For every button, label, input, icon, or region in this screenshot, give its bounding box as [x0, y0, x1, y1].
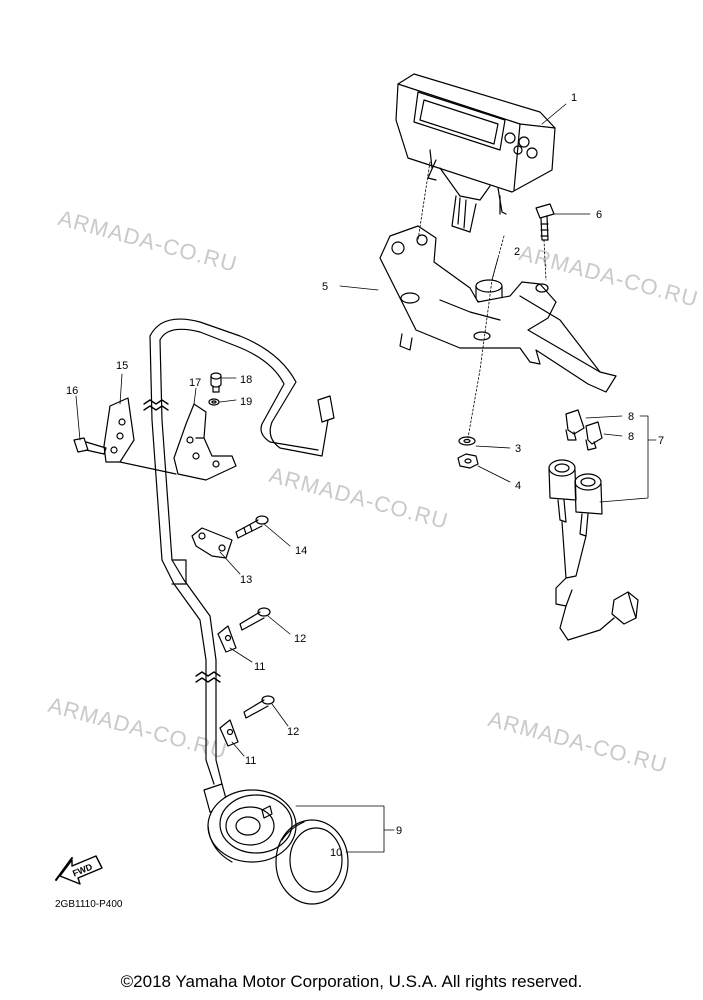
guide-17 [173, 403, 237, 481]
part-label-5: 5 [322, 281, 328, 293]
speedometer-cable [143, 318, 335, 785]
washer-3 [458, 436, 476, 446]
clamp-11a [217, 625, 237, 653]
part-label-2: 2 [514, 246, 520, 258]
socket-harness-7 [548, 459, 639, 641]
part-label-10: 10 [330, 847, 342, 859]
gear-unit-9 [203, 783, 297, 863]
bolt-6 [535, 203, 555, 241]
part-label-7: 7 [658, 435, 664, 447]
meter-assembly [395, 73, 556, 233]
part-label-14: 14 [295, 545, 307, 557]
stay-15 [103, 397, 177, 475]
part-label-12b: 12 [287, 726, 299, 738]
part-labels: 1 2 3 4 5 6 7 8 8 9 10 11 11 12 12 13 14… [66, 92, 664, 879]
part-label-4: 4 [515, 480, 521, 492]
seal-10 [275, 819, 349, 905]
clamp-11b [219, 719, 239, 747]
part-label-15: 15 [116, 360, 128, 372]
part-label-11b: 11 [245, 755, 256, 767]
part-label-9: 9 [396, 825, 402, 837]
part-label-17: 17 [189, 377, 201, 389]
part-label-13: 13 [240, 574, 252, 586]
part-label-12a: 12 [294, 633, 306, 645]
bulb-8b [585, 421, 603, 451]
part-label-3: 3 [515, 443, 521, 455]
bolt-18 [210, 372, 222, 393]
part-label-8b: 8 [628, 431, 634, 443]
part-label-16: 16 [66, 385, 78, 397]
leader-lines [75, 103, 657, 853]
bulb-8a [565, 409, 585, 441]
bolt-16 [73, 437, 107, 455]
part-label-1: 1 [571, 92, 577, 104]
copyright-notice: ©2018 Yamaha Motor Corporation, U.S.A. A… [120, 972, 583, 991]
screw-12b [243, 695, 275, 719]
part-label-6: 6 [596, 209, 602, 221]
screw-12a [239, 607, 271, 631]
part-label-11a: 11 [254, 661, 265, 673]
part-label-18: 18 [240, 374, 252, 386]
fwd-arrow-icon [55, 855, 103, 885]
screw-14 [235, 515, 269, 539]
nut-4 [457, 453, 479, 469]
diagram-code: 2GB1110-P400 [55, 899, 123, 910]
part-label-19: 19 [240, 396, 252, 408]
clamp-13 [191, 527, 233, 559]
part-label-8a: 8 [628, 411, 634, 423]
washer-19 [208, 398, 220, 406]
meter-bracket [379, 225, 617, 393]
